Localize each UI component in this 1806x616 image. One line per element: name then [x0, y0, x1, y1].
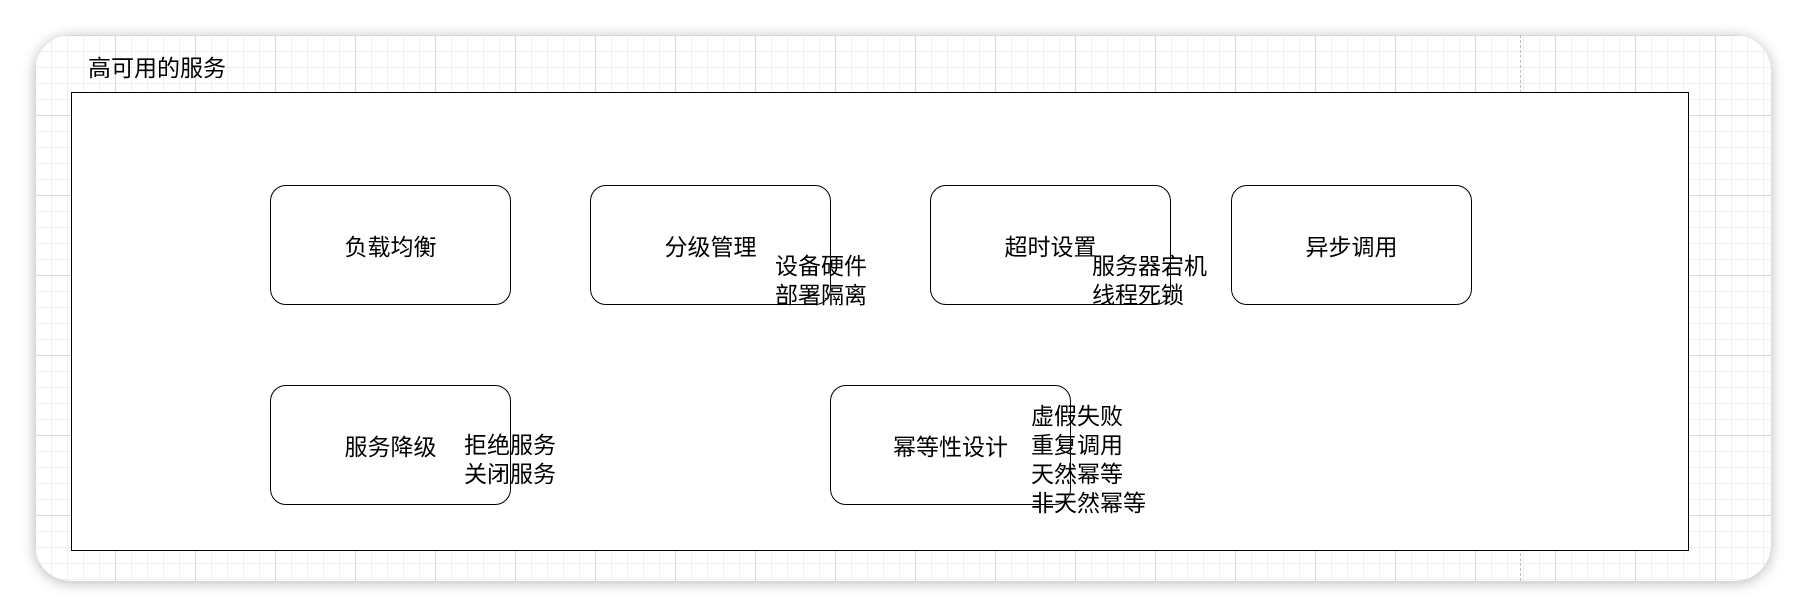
note-line: 非天然幂等: [1031, 491, 1146, 517]
node-service-degradation[interactable]: 服务降级: [270, 385, 511, 505]
note-line: 关闭服务: [464, 462, 556, 488]
node-load-balance[interactable]: 负载均衡: [270, 185, 511, 305]
note-tiered-management[interactable]: 设备硬件 部署隔离: [775, 253, 867, 311]
container-title: 高可用的服务: [88, 56, 226, 82]
note-line: 重复调用: [1031, 433, 1123, 459]
node-timeout-settings[interactable]: 超时设置: [930, 185, 1171, 305]
note-line: 服务器宕机: [1092, 254, 1207, 280]
note-line: 线程死锁: [1092, 283, 1184, 309]
note-line: 设备硬件: [775, 254, 867, 280]
note-line: 虚假失败: [1031, 404, 1123, 430]
note-line: 部署隔离: [775, 283, 867, 309]
note-line: 拒绝服务: [464, 433, 556, 459]
node-idempotent-design[interactable]: 幂等性设计: [830, 385, 1071, 505]
note-idempotent-design[interactable]: 虚假失败 重复调用 天然幂等 非天然幂等: [1031, 403, 1146, 519]
diagram-canvas: 高可用的服务 负载均衡 分级管理 超时设置 异步调用 服务降级 幂等性设计 设备…: [35, 35, 1771, 581]
node-tiered-management[interactable]: 分级管理: [590, 185, 831, 305]
note-line: 天然幂等: [1031, 462, 1123, 488]
node-async-call[interactable]: 异步调用: [1231, 185, 1472, 305]
note-timeout-settings[interactable]: 服务器宕机 线程死锁: [1092, 253, 1207, 311]
note-service-degradation[interactable]: 拒绝服务 关闭服务: [464, 432, 556, 490]
